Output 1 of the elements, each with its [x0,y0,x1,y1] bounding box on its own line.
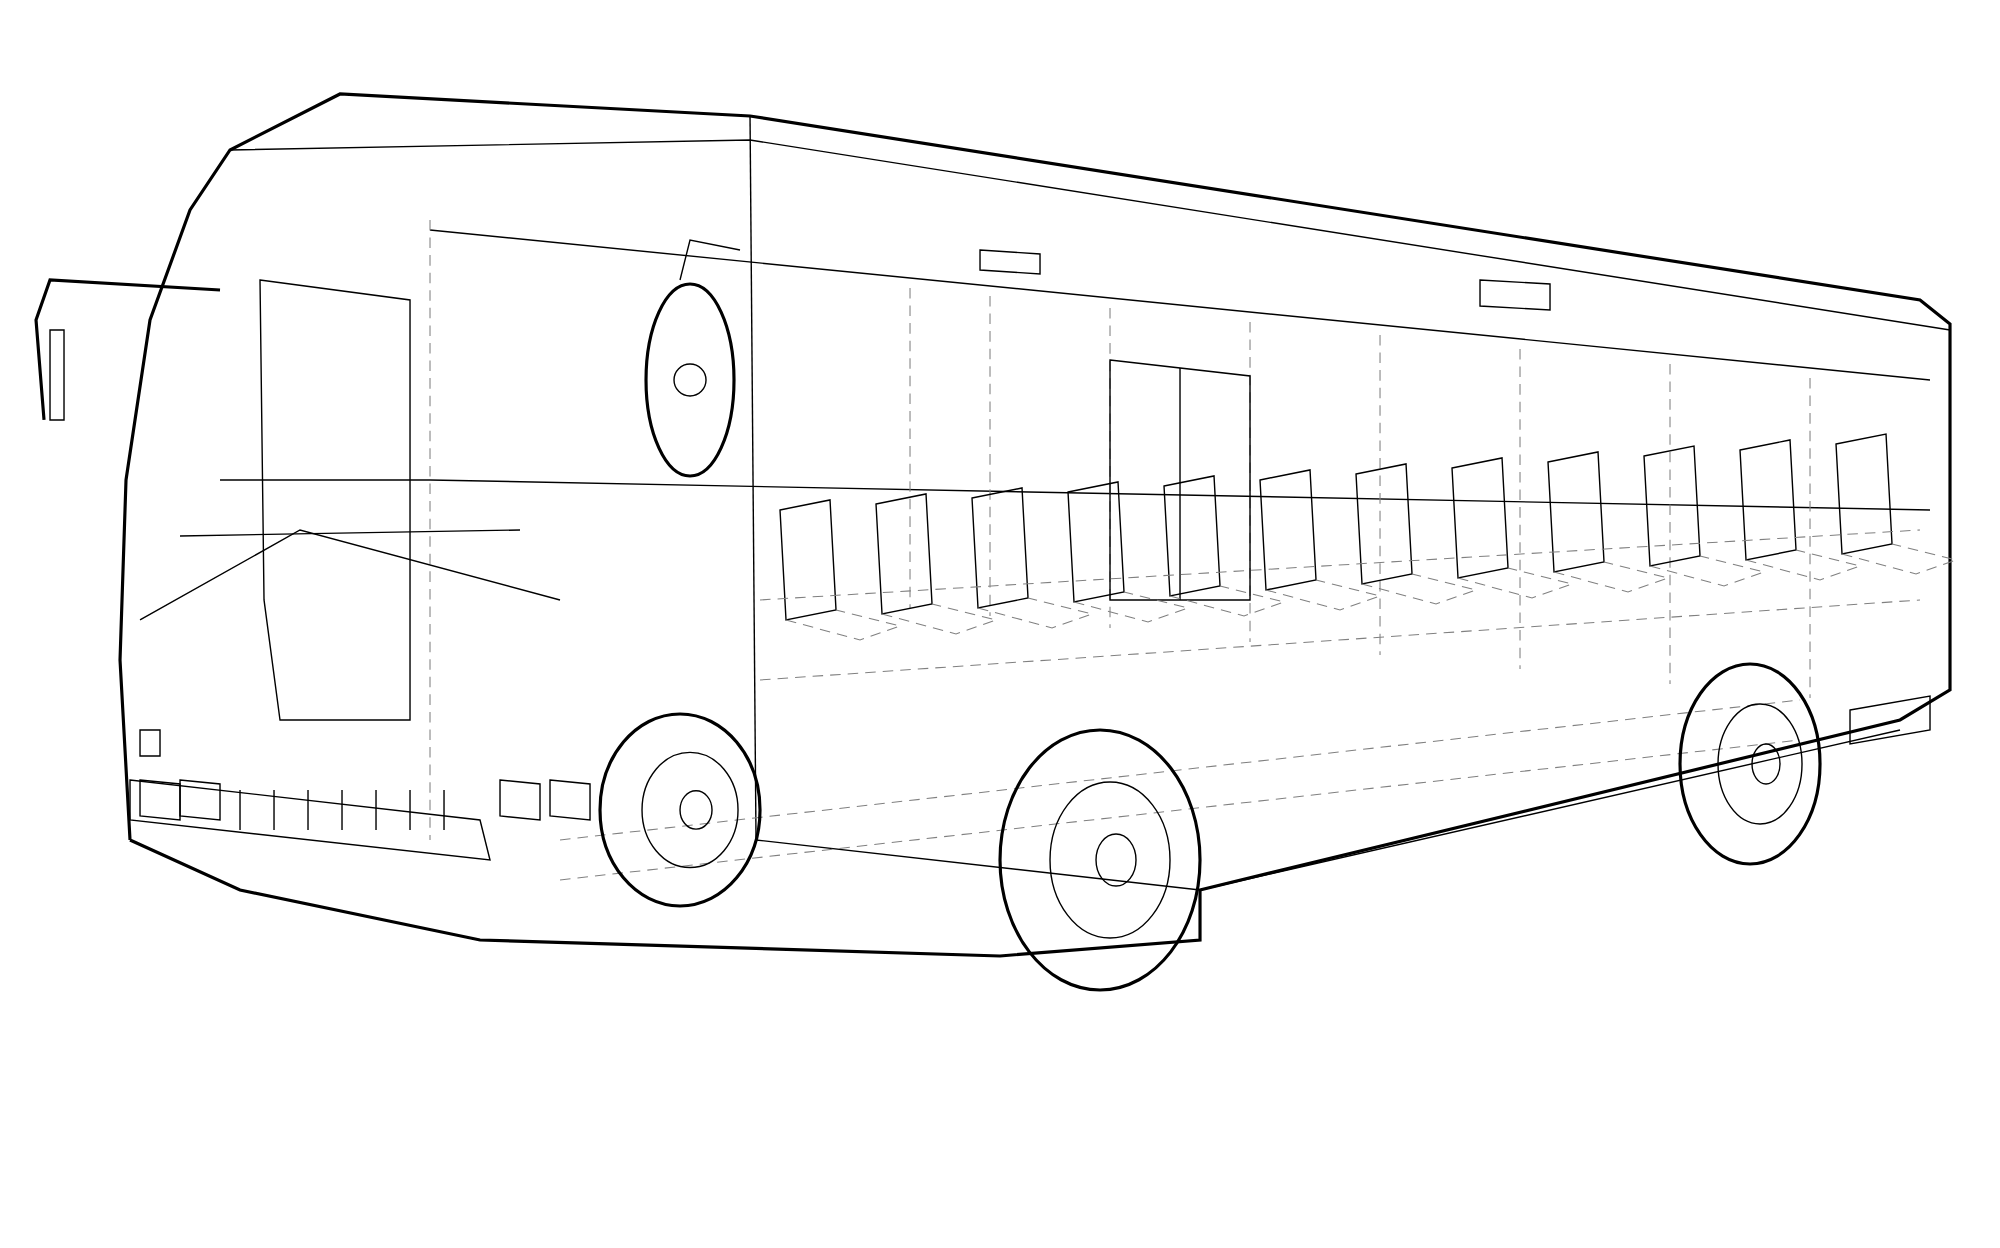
bus-drawing [34,92,1958,992]
